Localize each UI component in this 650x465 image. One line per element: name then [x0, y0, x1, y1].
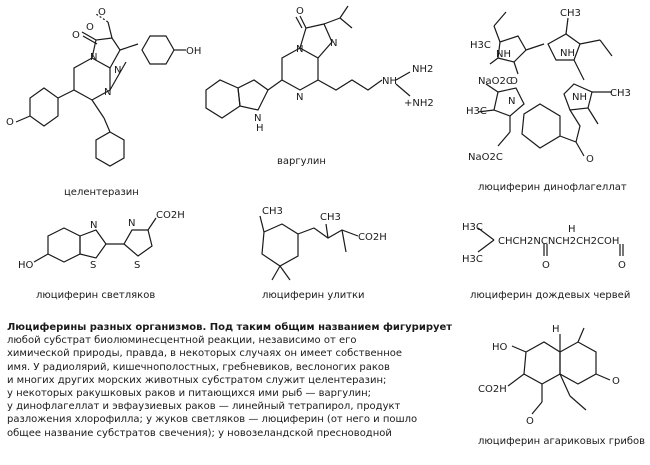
description-paragraph: Люциферины разных организмов. Под таким … [7, 321, 452, 440]
coel-o2-label: O [72, 30, 80, 41]
firefly-n2-label: N [128, 218, 135, 229]
paragraph-line: у динофлагеллат и эвфаузиевых раков — ли… [7, 401, 401, 413]
dino-h3c-label: H3C [470, 40, 491, 51]
agaric-h-label: H [552, 324, 560, 335]
dino-hn-label: NH [572, 92, 587, 103]
varg-o-label: O [296, 6, 304, 17]
firefly-s1-label: S [90, 260, 96, 271]
varg-nh-label: NH [382, 76, 397, 87]
firefly-ho-label: HO [18, 260, 34, 271]
paragraph-line: химической природы, правда, в некоторых … [7, 348, 403, 360]
coel-oh-label: OH [186, 46, 201, 57]
indole-n-label: N [254, 113, 261, 124]
caption-snail: люциферин улитки [262, 290, 365, 301]
varg-nh2-label: NH2 [412, 64, 433, 75]
worm-h3c2-label: H3C [462, 254, 483, 265]
dino-h3c2-label: H3C [466, 106, 487, 117]
varg-n3-label: N [296, 92, 303, 103]
paragraph-line: у некоторых ракушковых раков и питающихс… [7, 388, 372, 400]
dino-ch3b-label: CH3 [610, 88, 631, 99]
dino-naco2b-label: NaO2C [468, 152, 503, 163]
dino-n-label: N [508, 96, 515, 107]
coel-n1-label: N [90, 52, 97, 63]
coel-carbonyl-label: O [86, 22, 94, 33]
worm-o2-label: O [618, 260, 626, 271]
vargulin-structure: O N N N NH NH2 +NH2 N H [205, 5, 434, 134]
firefly-co2h-label: CO2H [156, 210, 185, 221]
agaric-structure: HO H CO2H O O [478, 324, 620, 427]
snail-ch3b-label: CH3 [320, 212, 341, 223]
caption-coelenterazine: целентеразин [64, 187, 139, 198]
paragraph-line: имя. У радиолярий, кишечнополостных, гре… [7, 361, 390, 373]
snail-ch3a-label: CH3 [262, 206, 283, 217]
firefly-s2-label: S [134, 260, 140, 271]
peroxy-o-label: O [98, 7, 106, 18]
dino-ch3-label: CH3 [560, 8, 581, 19]
agaric-co2h-label: CO2H [478, 384, 507, 395]
snail-co2h-label: CO2H [358, 232, 387, 243]
agaric-ho-label: HO [492, 342, 508, 353]
firefly-n1-label: N [90, 220, 97, 231]
coel-n3-label: N [104, 87, 111, 98]
firefly-structure: HO N S N S CO2H [18, 210, 185, 271]
agaric-o2-label: O [526, 416, 534, 427]
dino-o2-label: O [586, 154, 594, 165]
paragraph-line: разложения хлорофилла; у жуков светляков… [7, 414, 418, 426]
coel-o-label: O [6, 117, 14, 128]
dinoflagellate-structure: NH NH NH N H3C CH3 O NaO2C H3C NaO2C O C… [466, 8, 631, 165]
caption-vargulin: варгулин [277, 156, 326, 167]
coel-n2-label: N [114, 65, 121, 76]
caption-dinoflagellate: люциферин динофлагеллат [478, 182, 627, 193]
worm-h-label: H [568, 224, 576, 235]
caption-firefly: люциферин светляков [36, 290, 156, 301]
dino-nh2-label: NH [560, 48, 575, 59]
worm-h3c-label: H3C [462, 222, 483, 233]
paragraph-line: и многих других морских животных субстра… [7, 374, 387, 386]
paragraph-line: Люциферины разных организмов. Под таким … [7, 322, 453, 333]
caption-earthworm: люциферин дождевых червей [470, 290, 631, 301]
indole-h-label: H [256, 123, 264, 134]
varg-n1-label: N [296, 44, 303, 55]
dino-o1-label: O [510, 76, 518, 87]
earthworm-structure: H3C H3C CHCH2NCNCH2CH2COH O O H [462, 222, 626, 271]
worm-formula: CHCH2NCNCH2CH2COH [498, 236, 619, 247]
paragraph-line: любой субстрат биолюминесцентной реакции… [7, 335, 357, 347]
caption-agaric: люциферин агариковых грибов [478, 436, 646, 447]
agaric-o-label: O [612, 376, 620, 387]
varg-n2-label: N [330, 38, 337, 49]
dino-nh1-label: NH [496, 49, 511, 60]
coelenterazine-structure: O O O N N N OH O [6, 7, 201, 167]
varg-plusnh2-label: +NH2 [404, 98, 434, 109]
dino-naco2-label: NaO2C [478, 76, 513, 87]
paragraph-line: общее название субстратов свечения); у н… [7, 427, 392, 439]
worm-o1-label: O [542, 260, 550, 271]
snail-structure: CH3 CH3 CO2H [259, 206, 387, 281]
